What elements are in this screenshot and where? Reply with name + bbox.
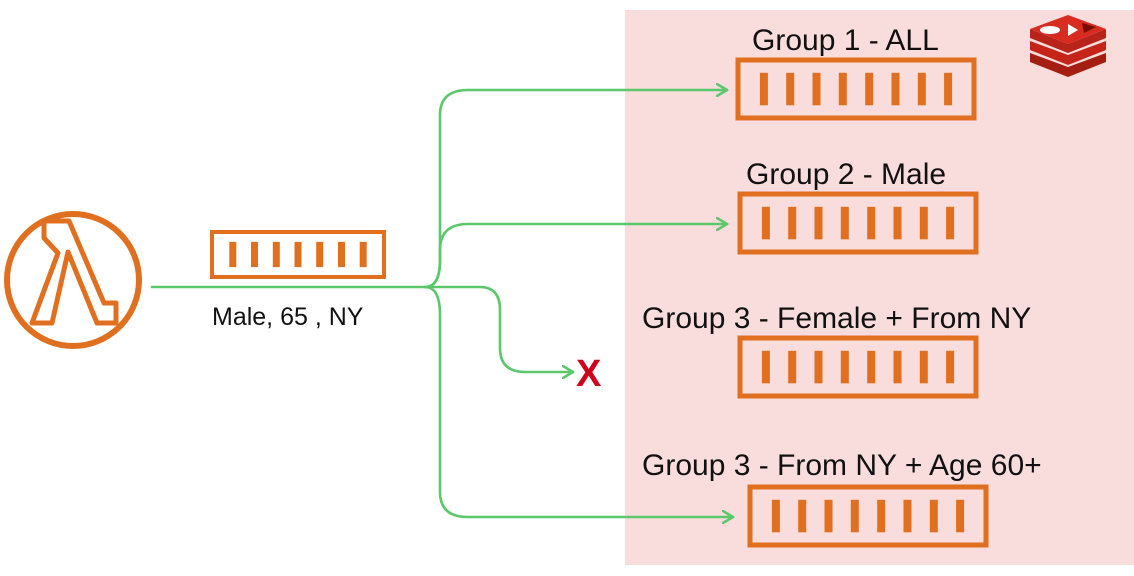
group-4-queue-icon	[747, 484, 989, 548]
queue-slot	[824, 499, 833, 533]
route-to-group-2	[423, 224, 729, 289]
group-2-label: Group 2 - Male	[746, 158, 947, 191]
redis-logo-icon	[1030, 15, 1106, 77]
queue-slot	[814, 206, 823, 240]
queue-slot	[850, 499, 859, 533]
queue-slot	[946, 206, 955, 240]
queue-slot	[761, 350, 770, 384]
queue-slot	[893, 350, 902, 384]
queue-slot	[229, 241, 237, 268]
queue-slot	[865, 72, 874, 106]
queue-slot	[788, 350, 797, 384]
subscriber-region	[625, 10, 1134, 565]
group-1-label: Group 1 - ALL	[752, 24, 939, 57]
queue-slot	[919, 350, 928, 384]
queue-frame	[747, 484, 989, 548]
group-3-label: Group 3 - Female + From NY	[642, 302, 1032, 335]
queue-slot	[867, 350, 876, 384]
queue-slot	[814, 350, 823, 384]
queue-slot	[929, 499, 938, 533]
aws-lambda-icon	[4, 211, 142, 349]
queue-slot	[903, 499, 912, 533]
queue-slot	[251, 241, 258, 268]
queue-slot	[771, 499, 780, 533]
queue-slot	[294, 241, 302, 268]
queue-slot	[891, 72, 900, 106]
route-rejected	[423, 285, 575, 372]
queue-slot	[946, 350, 955, 384]
message-label: Male, 65 , NY	[212, 303, 364, 331]
rejected-mark: X	[576, 353, 602, 395]
queue-slot	[761, 206, 770, 240]
queue-slot	[944, 72, 953, 106]
queue-slot	[759, 72, 768, 106]
queue-slot	[788, 206, 797, 240]
queue-frame	[210, 230, 386, 279]
queue-slot	[840, 206, 849, 240]
queue-slot	[812, 72, 821, 106]
queue-slot	[919, 206, 928, 240]
group-3-queue-icon	[737, 335, 979, 399]
queue-slot	[798, 499, 807, 533]
queue-slot	[316, 241, 324, 268]
queue-slot	[359, 241, 367, 268]
queue-slot	[877, 499, 886, 533]
group-1-queue-icon	[735, 57, 977, 121]
queue-frame	[735, 57, 977, 121]
route-to-group-4	[423, 285, 735, 517]
queue-frame	[737, 335, 979, 399]
group-4-label: Group 3 - From NY + Age 60+	[642, 449, 1042, 482]
message-queue-icon	[210, 230, 386, 279]
queue-slot	[272, 241, 280, 268]
queue-slot	[338, 241, 345, 268]
queue-slot	[786, 72, 795, 106]
queue-slot	[838, 72, 847, 106]
group-2-queue-icon	[737, 191, 979, 255]
queue-slot	[840, 350, 849, 384]
queue-slot	[893, 206, 902, 240]
queue-frame	[737, 191, 979, 255]
queue-slot	[956, 499, 965, 533]
queue-slot	[867, 206, 876, 240]
queue-slot	[917, 72, 926, 106]
